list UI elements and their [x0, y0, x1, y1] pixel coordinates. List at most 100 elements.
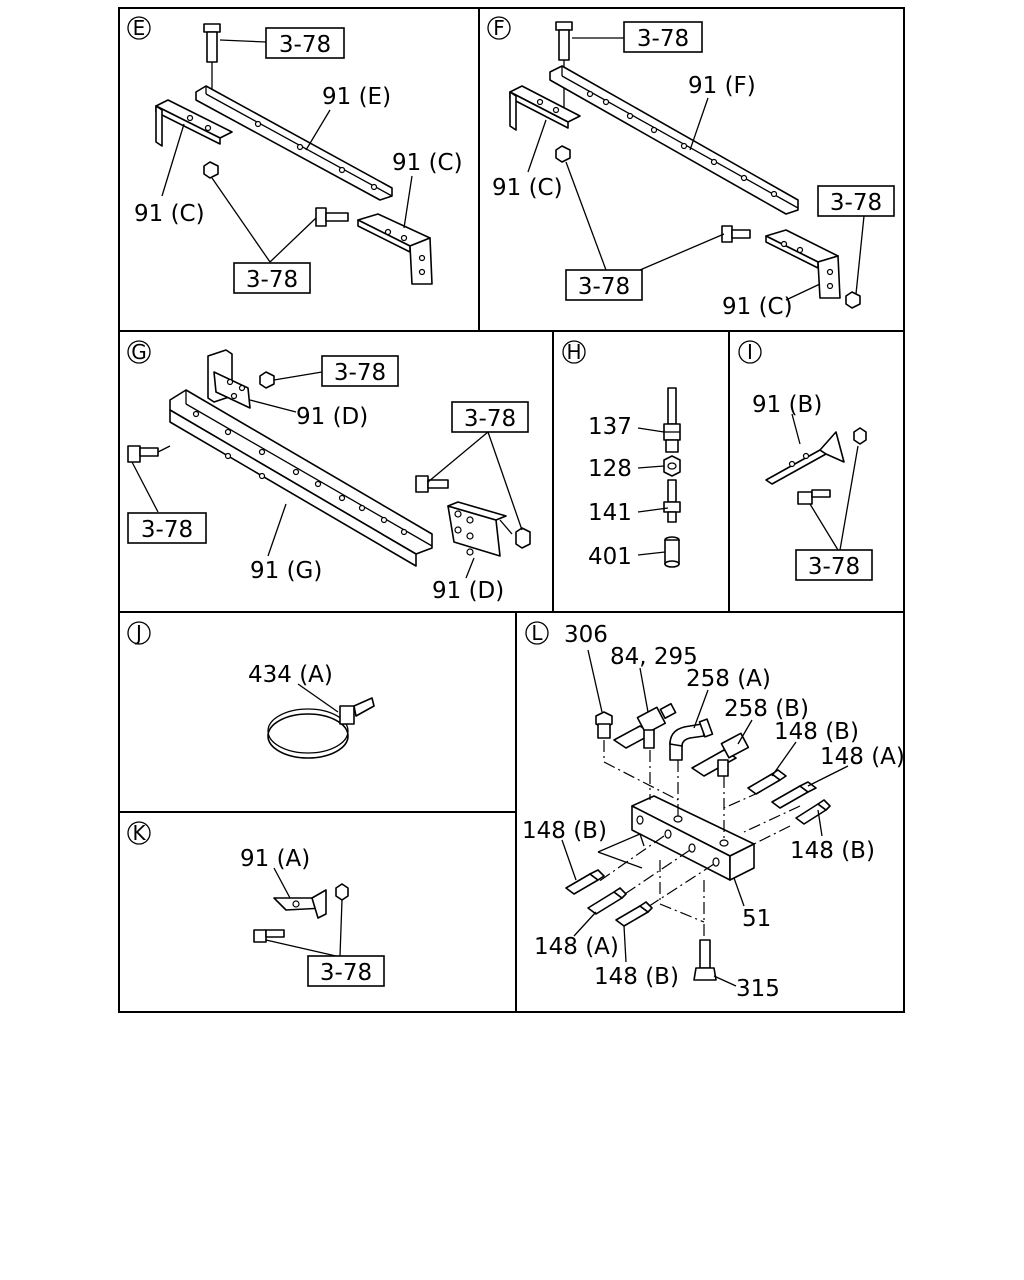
- panel-letter-f: F: [487, 16, 511, 40]
- bracket-91b: [765, 431, 845, 485]
- ref-label: 3-78: [334, 360, 386, 386]
- label-148b: 148 (B): [774, 719, 859, 745]
- ref-box: [817, 185, 895, 217]
- panel-g: 3-78 3-78 3-78 91 (D) 91 (G) 91 (D): [127, 349, 531, 604]
- label-91d: 91 (D): [296, 404, 368, 430]
- bolt: [797, 489, 831, 505]
- ref-box: [565, 269, 643, 301]
- label-315: 315: [736, 976, 780, 1002]
- bracket-91c-left: [155, 99, 233, 147]
- panel-letter-e: E: [127, 16, 151, 40]
- part-148b-top: [747, 769, 787, 795]
- panel-letter-j: J: [127, 621, 151, 645]
- label-148a: 148 (A): [534, 934, 619, 960]
- ref-box: [451, 401, 529, 433]
- clamp-434a: [267, 697, 375, 759]
- bolt: [555, 21, 573, 110]
- part-148b-right: [795, 799, 831, 825]
- label-91c: 91 (C): [134, 201, 205, 227]
- svg-text:K: K: [132, 821, 146, 845]
- label-91d: 91 (D): [432, 578, 504, 604]
- panel-letter-g: G: [127, 340, 151, 364]
- nut: [203, 161, 219, 179]
- label-137: 137: [588, 414, 632, 440]
- label-141: 141: [588, 500, 632, 526]
- label-91c: 91 (C): [492, 175, 563, 201]
- panel-e: 3-78 3-78 91 (E) 91 (C) 91 (C): [134, 23, 463, 294]
- panel-h: 137 128 141 401: [588, 387, 681, 570]
- part-148a-right: [771, 781, 817, 809]
- nut: [555, 145, 571, 163]
- washer: [335, 883, 349, 901]
- bolt-middle: [315, 207, 349, 227]
- ref-label: 3-78: [246, 267, 298, 293]
- part-148b-left: [565, 869, 605, 895]
- bolt-left: [127, 445, 171, 463]
- panel-f: 3-78 3-78 3-78 91 (F) 91 (C) 91 (C): [492, 21, 895, 320]
- part-84-tee: [613, 702, 677, 749]
- bracket-91f: [549, 65, 799, 215]
- svg-text:I: I: [747, 340, 753, 364]
- label-91f: 91 (F): [688, 73, 756, 99]
- ref-box: [795, 549, 873, 581]
- ref-label: 3-78: [279, 32, 331, 58]
- panel-letter-k: K: [127, 821, 151, 845]
- ref-box: [127, 512, 207, 544]
- svg-text:G: G: [131, 340, 147, 364]
- label-128: 128: [588, 456, 632, 482]
- label-258a: 258 (A): [686, 666, 771, 692]
- bracket-91d-top: [207, 349, 251, 409]
- label-306: 306: [564, 622, 608, 648]
- part-128: [663, 455, 681, 477]
- bracket-91d-bottom: [447, 501, 513, 557]
- label-401: 401: [588, 544, 632, 570]
- label-434a: 434 (A): [248, 662, 333, 688]
- bolt-middle: [721, 225, 751, 243]
- label-91e: 91 (E): [322, 84, 391, 110]
- part-148a-left: [587, 887, 627, 915]
- panel-grid: [118, 7, 905, 1013]
- label-148b: 148 (B): [790, 838, 875, 864]
- panel-k: 3-78 91 (A): [240, 846, 385, 987]
- nut: [515, 527, 531, 549]
- label-258b: 258 (B): [724, 696, 809, 722]
- washer: [853, 427, 867, 445]
- bracket-91c-right: [357, 213, 433, 285]
- part-306: [595, 711, 613, 739]
- part-315-bolt: [693, 939, 717, 981]
- bracket-91g: [169, 389, 433, 567]
- svg-text:E: E: [133, 16, 146, 40]
- bracket-91e: [195, 85, 393, 201]
- label-91c: 91 (C): [722, 294, 793, 320]
- ref-box: [265, 27, 345, 59]
- ref-label: 3-78: [808, 554, 860, 580]
- ref-box: [623, 21, 703, 53]
- label-84-295: 84, 295: [610, 644, 698, 670]
- svg-text:J: J: [134, 621, 142, 645]
- label-148b: 148 (B): [594, 964, 679, 990]
- ref-box: [321, 355, 399, 387]
- panel-letter-h: H: [562, 340, 586, 364]
- manifold-block-51: [631, 795, 755, 881]
- nut: [845, 291, 861, 309]
- bolt-right: [415, 475, 449, 493]
- label-148a: 148 (A): [820, 744, 905, 770]
- label-51: 51: [742, 906, 771, 932]
- panel-letter-i: I: [738, 340, 762, 364]
- label-148b: 148 (B): [522, 818, 607, 844]
- part-137: [663, 387, 681, 453]
- panel-l: 306 84, 295 258 (A) 258 (B) 148 (B) 148 …: [522, 622, 905, 1002]
- nut: [259, 371, 275, 389]
- bracket-91c-left: [509, 85, 581, 131]
- part-258b-tee: [691, 732, 750, 777]
- label-91a: 91 (A): [240, 846, 310, 872]
- ref-label: 3-78: [320, 960, 372, 986]
- part-401: [664, 536, 680, 568]
- ref-box: [307, 955, 385, 987]
- bracket-91a: [273, 889, 327, 919]
- bracket-91c-right: [765, 229, 841, 299]
- part-258a-elbow: [669, 718, 714, 761]
- panel-letter-l: L: [525, 621, 549, 645]
- ref-label: 3-78: [830, 190, 882, 216]
